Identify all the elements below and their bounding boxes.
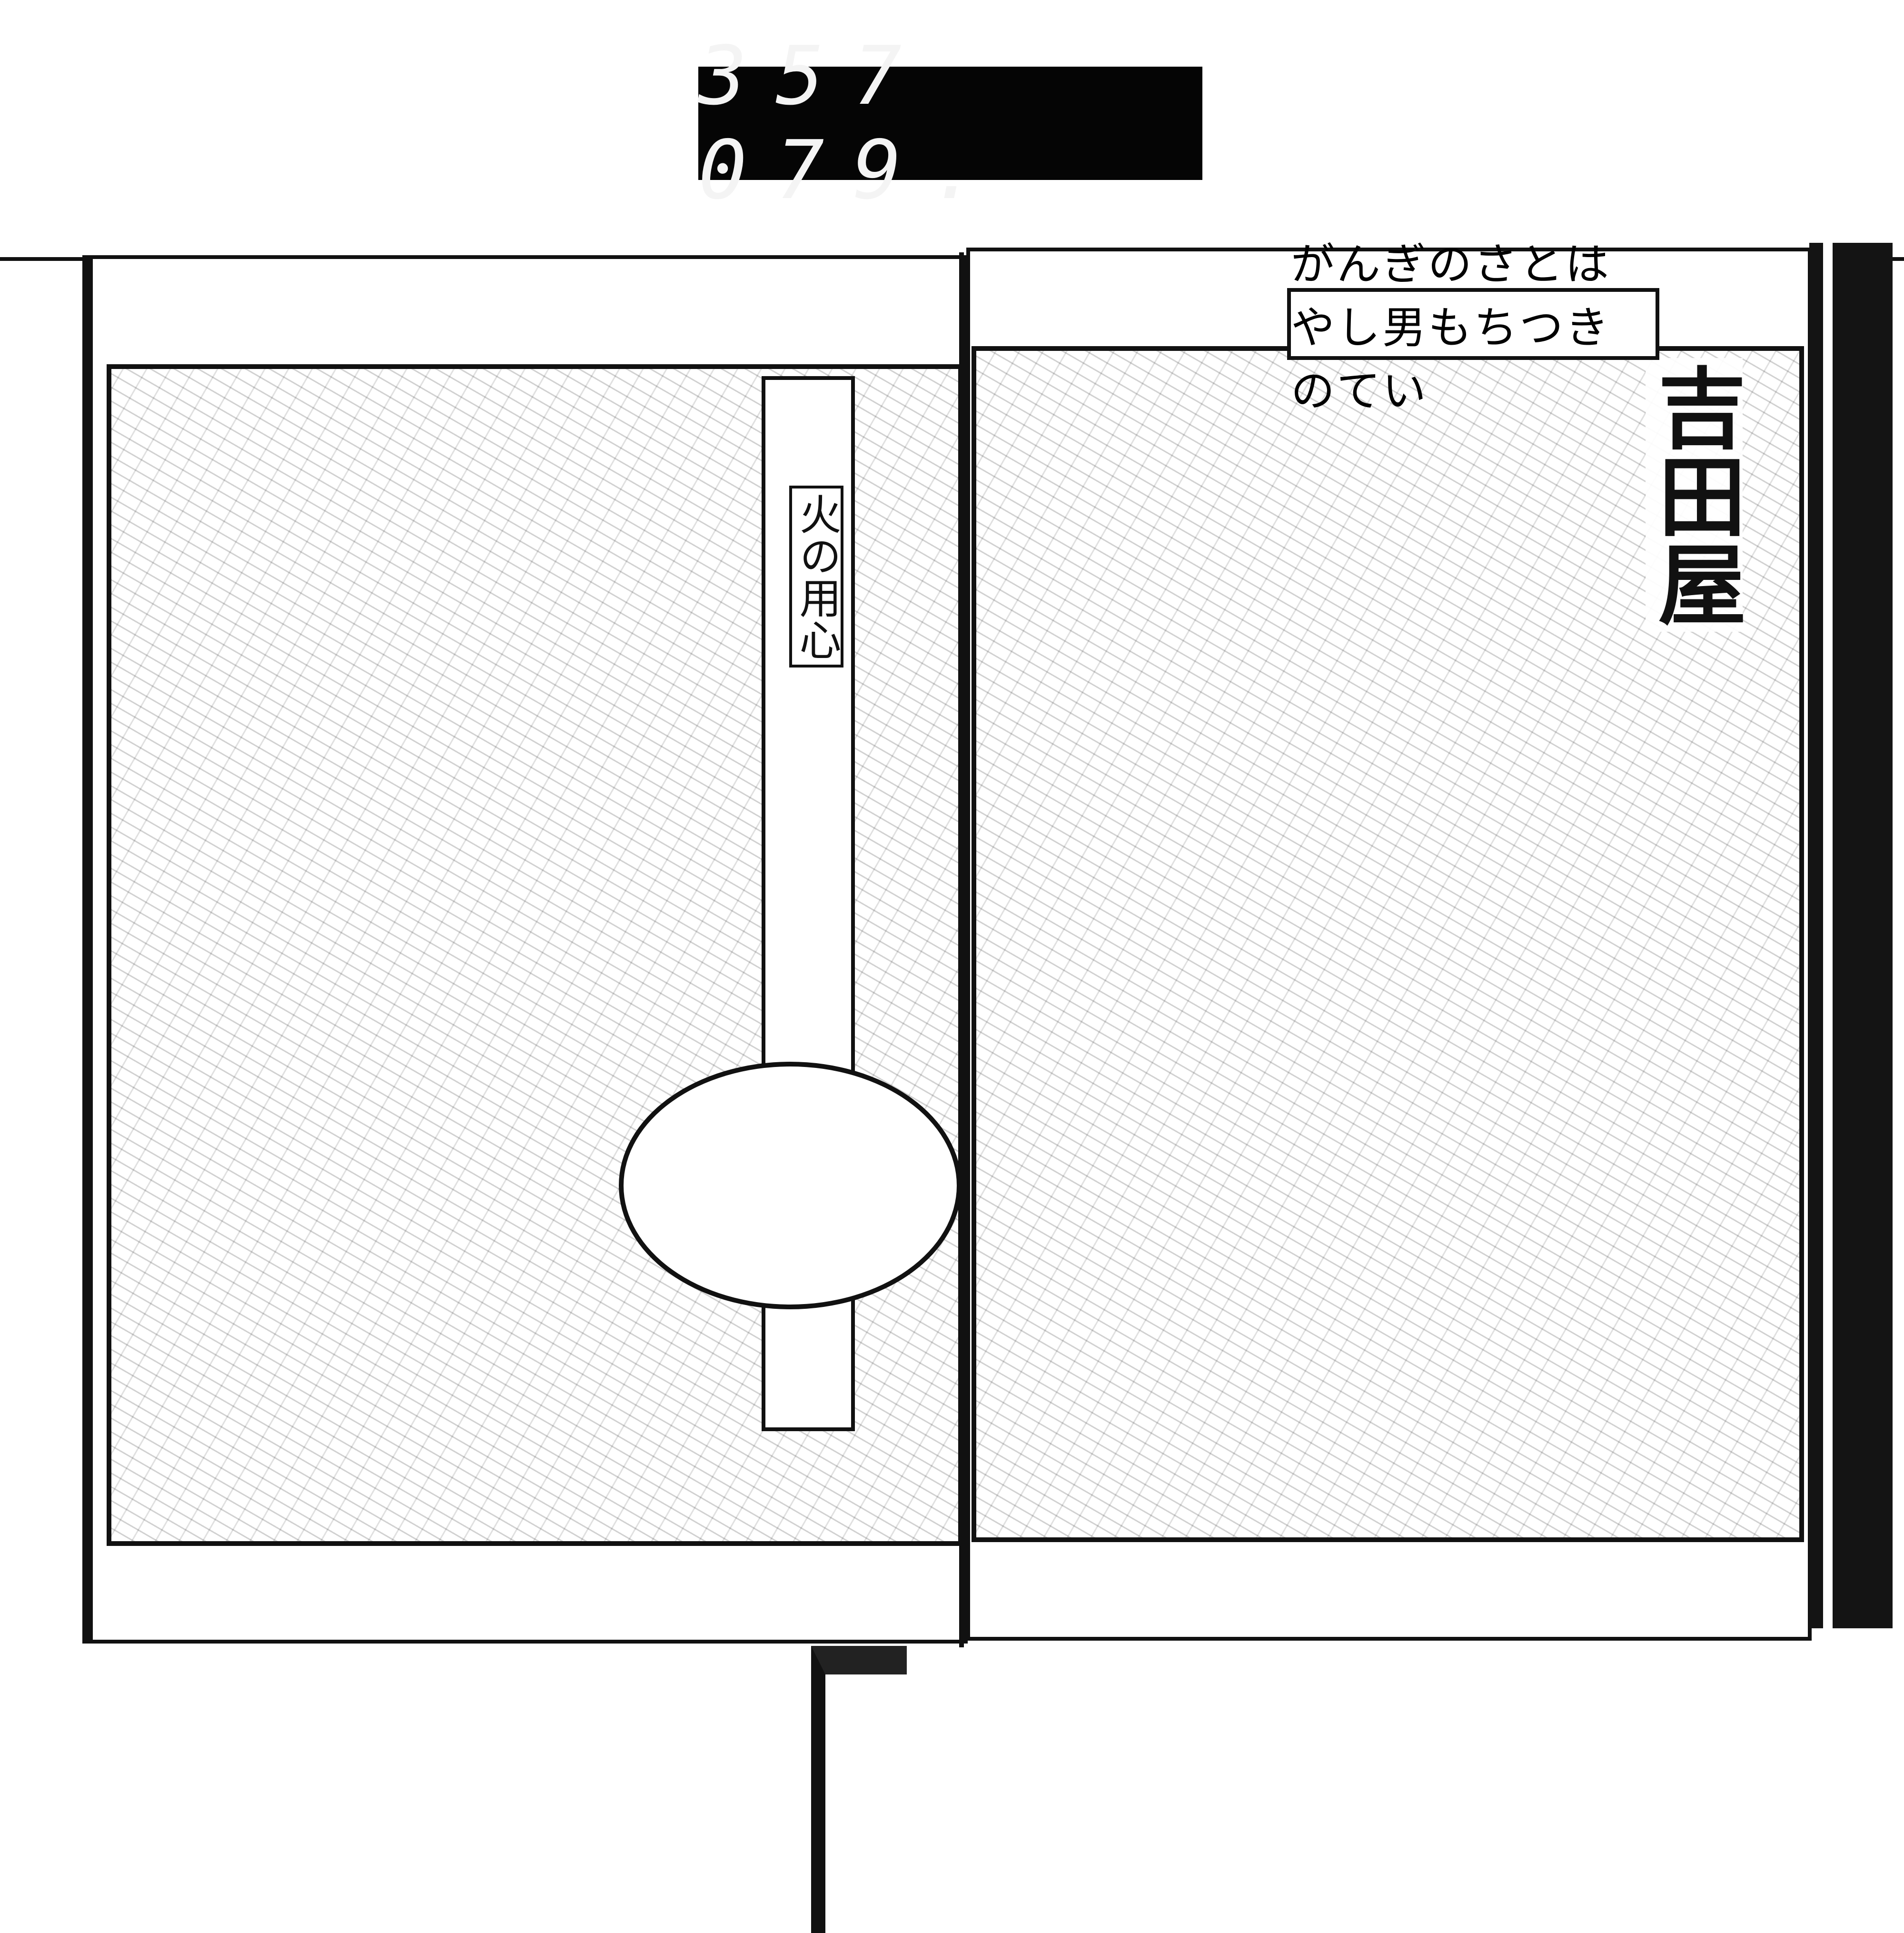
title-cartouche: がんぎのさとはやし男もちつきのてい	[1287, 239, 1659, 417]
title-text: がんぎのさとはやし男もちつきのてい	[1291, 239, 1611, 417]
catalog-number: 357 079.	[698, 29, 1008, 218]
book-spine-edge	[1809, 243, 1893, 1628]
shop-name-banner: 吉田屋	[1643, 358, 1747, 632]
water-tub	[619, 1062, 962, 1309]
catalog-number-label: 357 079.	[698, 29, 1202, 218]
fire-caution-sign: 火の用心	[789, 486, 843, 668]
spine-highlight	[1823, 243, 1833, 1628]
mount-stub	[811, 1646, 907, 1933]
